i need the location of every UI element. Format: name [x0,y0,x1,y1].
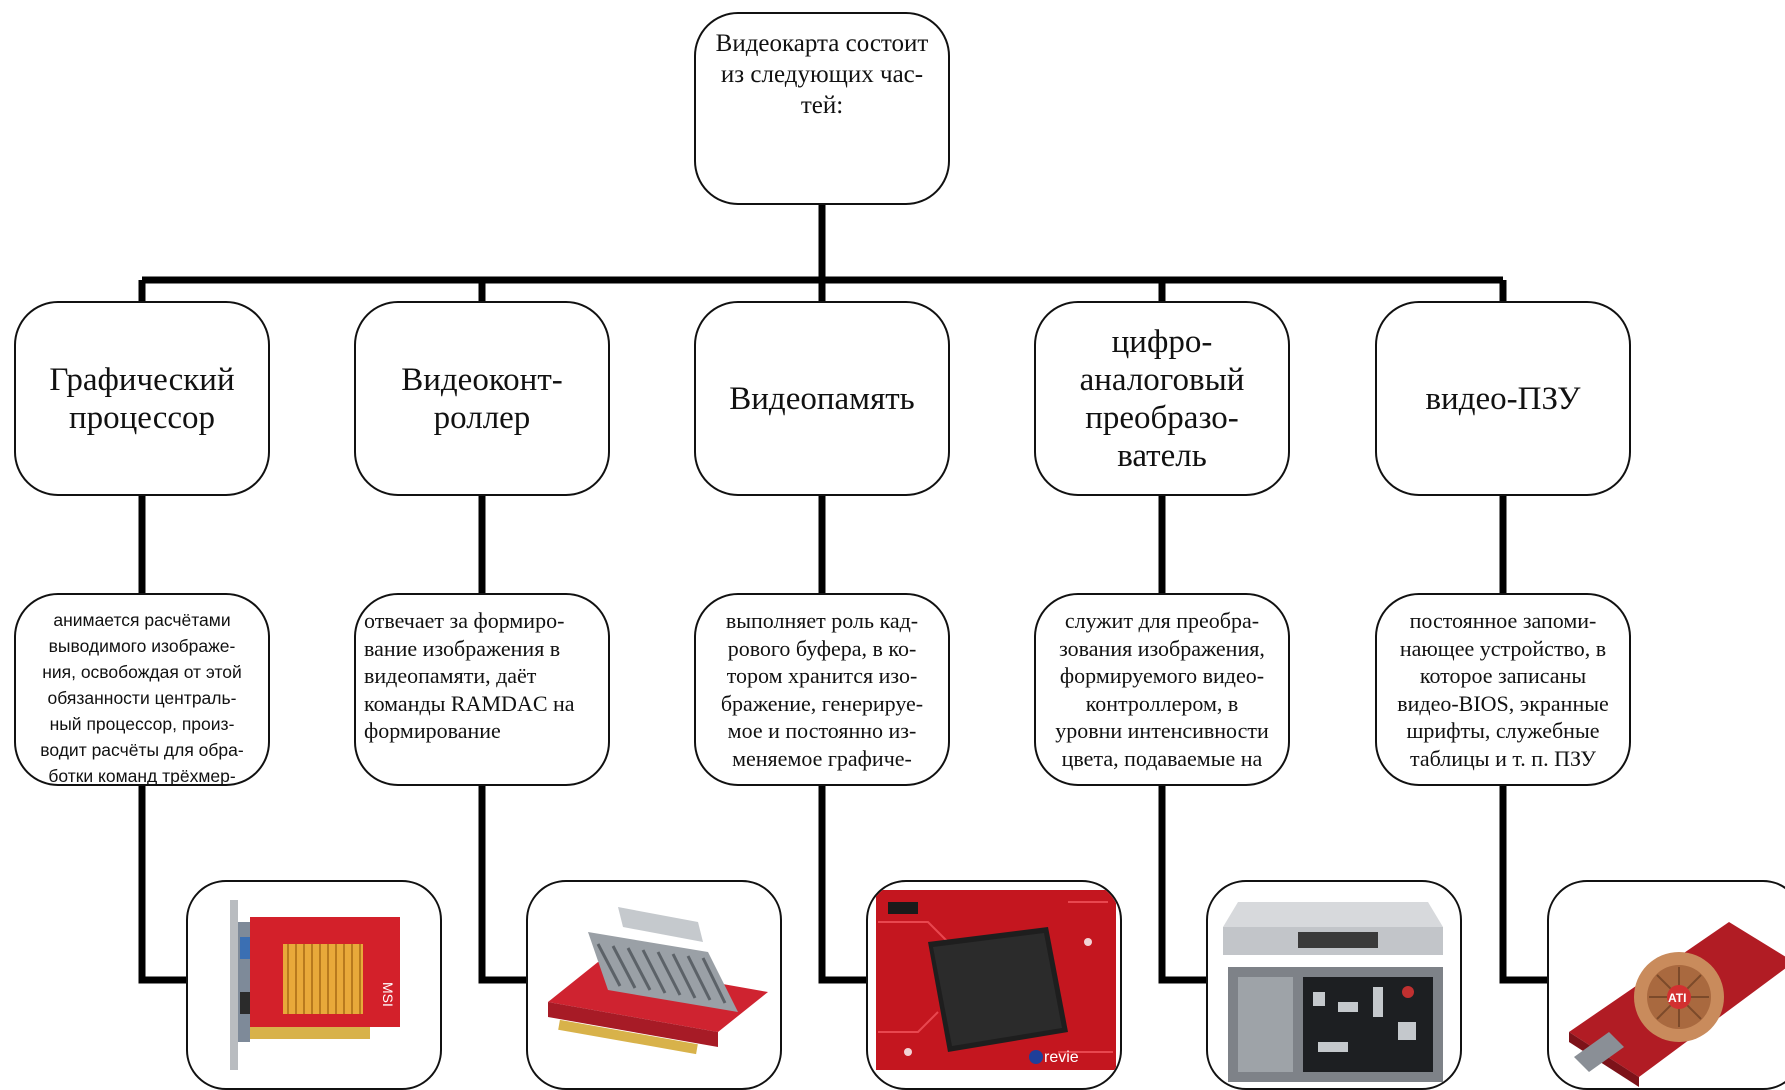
node-gpu-title: Графический процессор [49,361,235,436]
ati-logo: ATI [1668,991,1686,1005]
desc-video-rom: постоянное запоми- нающее устройство, в … [1375,593,1631,786]
node-video-controller-title: Видеоконт- роллер [401,361,563,436]
desc-video-rom-text: постоянное запоми- нающее устройство, в … [1397,608,1609,771]
watermark-logo [1029,1050,1043,1064]
root-node: Видеокарта состоит из следующих час- тей… [694,12,950,205]
watermark-text: revie [1044,1049,1079,1066]
desc-dac-text: служит для преобра- зования изображения,… [1055,608,1269,771]
node-video-memory-title: Видеопамять [729,380,915,417]
desc-video-memory: выполняет роль кад- рового буфера, в ко-… [694,593,950,786]
desc-pic-line-1 [138,786,186,984]
desc-pic-line-2 [478,786,526,984]
node-video-rom-title: видео-ПЗУ [1425,380,1581,417]
image-video-controller-card [526,880,782,1090]
desc-pic-line-4 [1158,786,1206,984]
desc-dac: служит для преобра- зования изображения,… [1034,593,1290,786]
node-video-memory: Видеопамять [694,301,950,496]
image-dac-device [1206,880,1462,1090]
desc-gpu: анимается расчётами выводимого изображе-… [14,593,270,786]
node-dac: цифро- аналоговый преобразо- ватель [1034,301,1290,496]
desc-pic-line-3 [818,786,866,984]
desc-gpu-text: анимается расчётами выводимого изображе-… [40,610,244,786]
node-dac-title: цифро- аналоговый преобразо- ватель [1079,323,1245,474]
desc-video-controller-text: отвечает за формиро- вание изображения в… [364,608,575,743]
desc-video-controller: отвечает за формиро- вание изображения в… [354,593,610,786]
desc-video-memory-text: выполняет роль кад- рового буфера, в ко-… [720,608,924,771]
msi-logo: MSI [380,982,396,1007]
node-video-controller: Видеоконт- роллер [354,301,610,496]
image-gpu-card: MSI [186,880,442,1090]
root-node-text: Видеокарта состоит из следующих час- тей… [715,30,929,119]
image-video-rom-card: ATI [1547,880,1785,1090]
image-video-memory-chip: revie [866,880,1122,1090]
desc-pic-line-5 [1499,786,1547,984]
node-video-rom: видео-ПЗУ [1375,301,1631,496]
node-gpu: Графический процессор [14,301,270,496]
